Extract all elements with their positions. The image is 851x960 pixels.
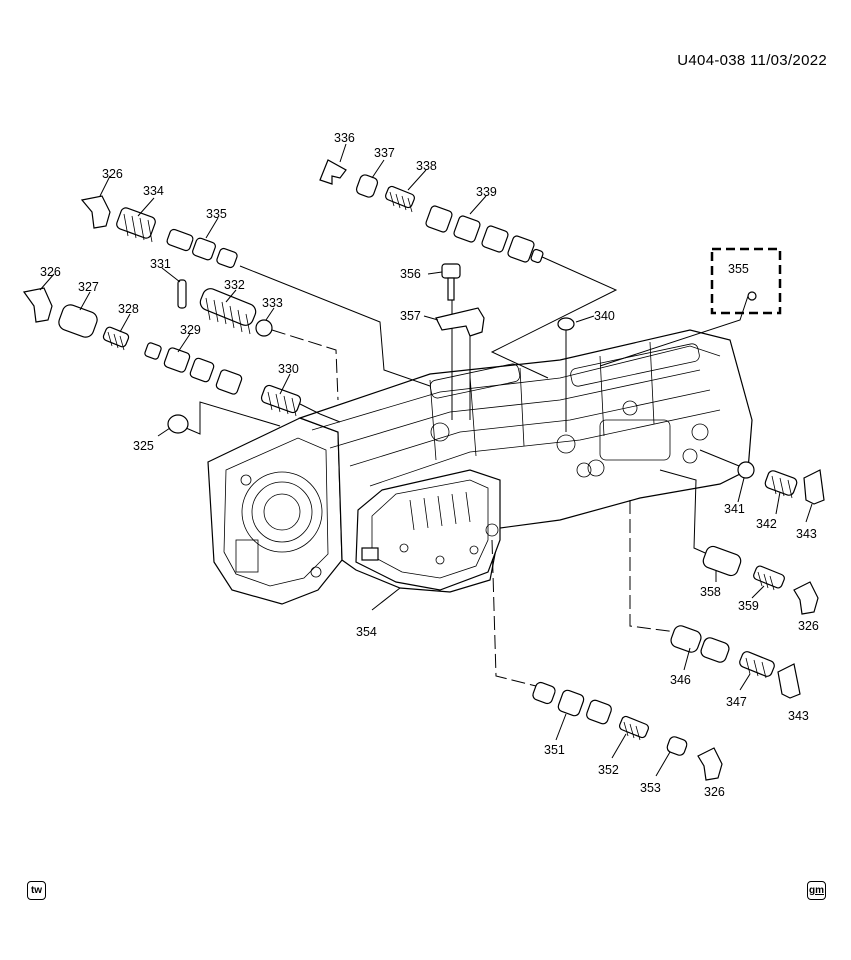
- callout-326-top: 326: [102, 167, 123, 181]
- plug-327: [58, 304, 98, 338]
- callout-337: 337: [374, 146, 395, 160]
- callout-329: 329: [180, 323, 201, 337]
- callout-326-right: 326: [798, 619, 819, 633]
- plug-353: [666, 736, 688, 756]
- ball-333: [255, 319, 273, 337]
- clip-343-lower: [777, 663, 801, 699]
- pin-331: [177, 279, 187, 309]
- valve-339: [425, 205, 544, 264]
- callout-352: 352: [598, 763, 619, 777]
- callout-339: 339: [476, 185, 497, 199]
- valve-329: [144, 342, 243, 395]
- callout-358: 358: [700, 585, 721, 599]
- plug-337: [355, 174, 379, 198]
- callout-338: 338: [416, 159, 437, 173]
- gm-logo: gm: [807, 881, 826, 900]
- spring-328: [102, 326, 130, 351]
- callout-354: 354: [356, 625, 377, 639]
- callout-340: 340: [594, 309, 615, 323]
- callout-labels: 336 337 338 339 326 334 335 326 327 328 …: [40, 131, 819, 799]
- callout-351: 351: [544, 743, 565, 757]
- valve-346: [670, 625, 730, 663]
- clip-326-right: [793, 581, 819, 615]
- clip-336: [319, 159, 347, 185]
- callout-330: 330: [278, 362, 299, 376]
- callout-336: 336: [334, 131, 355, 145]
- callout-335: 335: [206, 207, 227, 221]
- callout-325: 325: [133, 439, 154, 453]
- callout-326-left: 326: [40, 265, 61, 279]
- ball-341: [737, 461, 755, 479]
- callout-347: 347: [726, 695, 747, 709]
- optional-part-box: [710, 247, 782, 315]
- clip-326-top: [80, 195, 111, 229]
- callout-326-bottom: 326: [704, 785, 725, 799]
- callout-331: 331: [150, 257, 171, 271]
- spring-342: [764, 470, 798, 499]
- bolt-356: [441, 263, 461, 301]
- spring-332: [199, 288, 257, 335]
- diagram-code: U404-038 11/03/2022: [677, 52, 827, 69]
- callout-343-right: 343: [796, 527, 817, 541]
- callout-333: 333: [262, 296, 283, 310]
- callout-327: 327: [78, 280, 99, 294]
- valve-body-illustration: [207, 329, 753, 605]
- spring-338: [385, 185, 415, 213]
- callout-332: 332: [224, 278, 245, 292]
- clip-326-left: [22, 287, 53, 323]
- callout-leaders: [39, 143, 813, 777]
- callout-346: 346: [670, 673, 691, 687]
- spring-334: [116, 207, 156, 243]
- callout-353: 353: [640, 781, 661, 795]
- callout-328: 328: [118, 302, 139, 316]
- callout-359: 359: [738, 599, 759, 613]
- callout-356: 356: [400, 267, 421, 281]
- leader-lines: [185, 255, 749, 687]
- plug-358: [702, 545, 742, 577]
- clip-343-right: [803, 469, 825, 505]
- valve-335: [166, 228, 238, 269]
- callout-355: 355: [728, 262, 749, 276]
- plug-340: [557, 317, 575, 331]
- spring-347: [739, 651, 775, 679]
- plug-355: [747, 291, 757, 301]
- valve-351: [532, 681, 612, 725]
- spring-352: [619, 715, 649, 741]
- callout-343-lower: 343: [788, 709, 809, 723]
- clip-326-bottom: [697, 747, 723, 781]
- callout-342: 342: [756, 517, 777, 531]
- tw-logo: tw: [27, 881, 46, 900]
- spring-359: [753, 565, 785, 591]
- callout-357: 357: [400, 309, 421, 323]
- bracket-357: [435, 307, 485, 337]
- spring-330: [260, 384, 302, 417]
- callout-341: 341: [724, 502, 745, 516]
- callout-334: 334: [143, 184, 164, 198]
- plug-325: [167, 414, 189, 434]
